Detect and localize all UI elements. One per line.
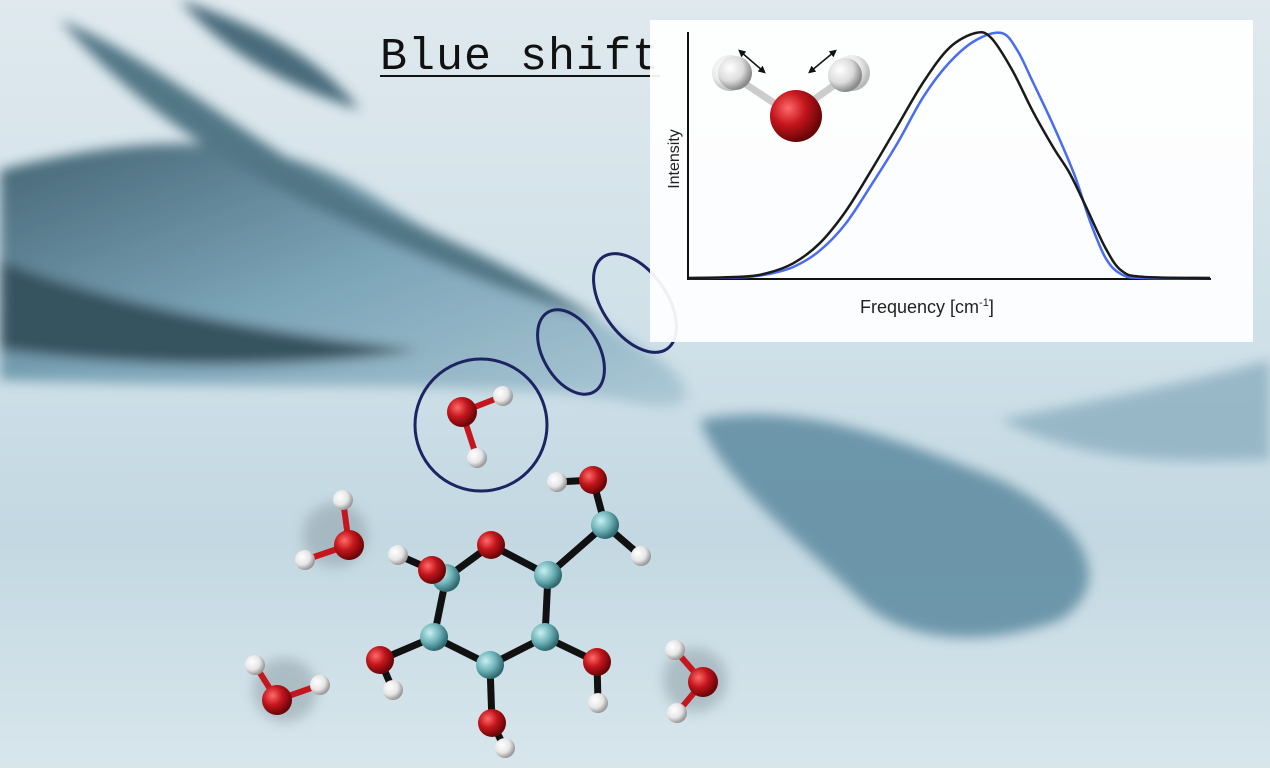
series-reference-line xyxy=(688,30,1211,280)
glucose-molecule xyxy=(366,466,651,758)
series-blue-shifted-line xyxy=(688,31,1211,280)
water-molecules xyxy=(245,386,718,723)
blue-shift-title: Blue shift xyxy=(380,32,661,83)
x-axis-label: Frequency [cm-1] xyxy=(860,297,994,318)
x-axis-label-close: ] xyxy=(988,297,994,317)
x-axis-label-text: Frequency [cm xyxy=(860,297,980,317)
vibrating-water-molecule-icon xyxy=(712,49,870,142)
highlight-ellipse-small xyxy=(536,308,606,396)
water-highlight-circle xyxy=(413,357,549,493)
x-axis-label-exponent: -1 xyxy=(979,297,989,309)
splash-shapes xyxy=(0,0,1270,638)
y-axis-label: Intensity xyxy=(666,129,683,189)
